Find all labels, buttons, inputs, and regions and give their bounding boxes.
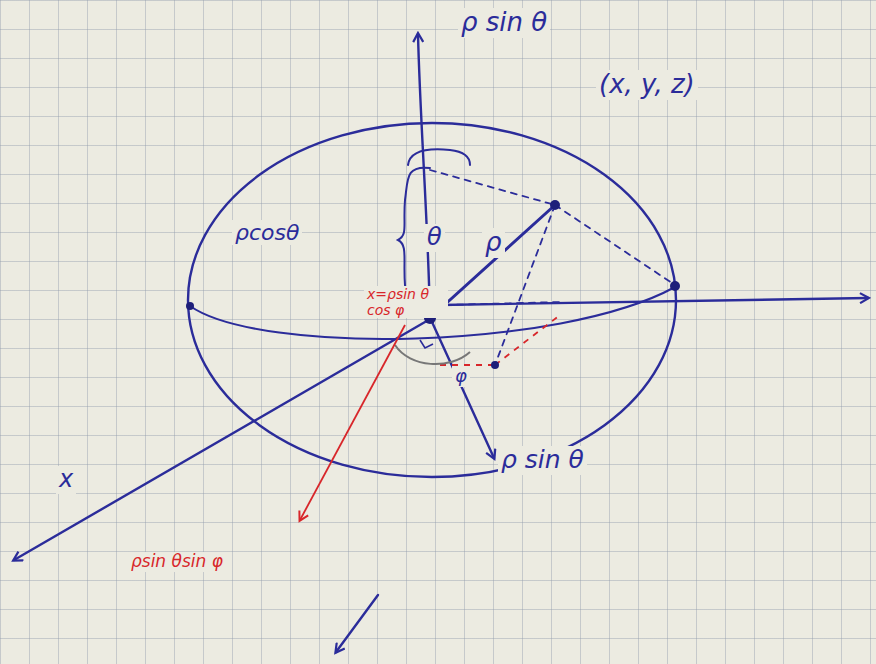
radius-label: ρ (482, 228, 505, 258)
formula-label: x=ρsin θ cos φ (364, 286, 448, 318)
axis-label: ρ sin θ (498, 446, 587, 475)
angle-label: φ (452, 366, 470, 387)
point-label: (x, y, z) (596, 70, 698, 100)
length-label: ρcosθ (232, 220, 302, 245)
axis-label: ρ sin θ (458, 8, 550, 38)
length-label: ρsin θsin φ (128, 552, 226, 572)
angle-label: θ (424, 224, 445, 252)
axis-label: x (56, 466, 76, 494)
